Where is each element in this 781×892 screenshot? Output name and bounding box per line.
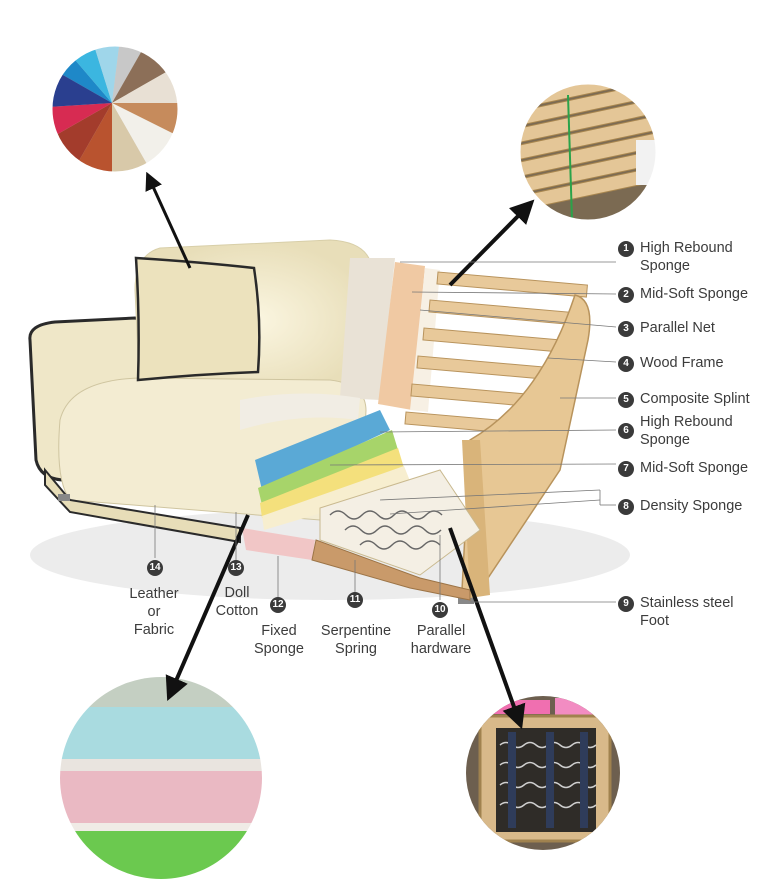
label-leather-or-fabric: Leather or Fabric	[129, 586, 179, 638]
number-badge-fixed-sponge: 12	[270, 597, 286, 613]
label-text: Composite Splint	[640, 391, 750, 407]
number-badge-doll-cotton: 13	[228, 560, 244, 576]
label-density-sponge: 8 Density Sponge	[618, 497, 742, 515]
number-badge: 7	[618, 461, 634, 477]
label-text: Parallel Net	[640, 320, 715, 336]
label-text: Mid-Soft Sponge	[640, 460, 749, 476]
label-fixed-sponge: Fixed Sponge	[254, 623, 304, 657]
leader-lines	[154, 261, 617, 603]
label-wood-frame: 4 Wood Frame	[618, 354, 724, 372]
label-text: Wood Frame	[640, 355, 724, 371]
label-high-rebound-sponge-back: 1 High Rebound Sponge	[618, 239, 733, 275]
number-badge: 3	[618, 321, 634, 337]
label-text: Density Sponge	[640, 498, 743, 514]
label-mid-soft-sponge-seat: 7 Mid-Soft Sponge	[618, 459, 748, 477]
foam-layers-icon	[60, 677, 262, 879]
number-badge-serpentine-spring: 11	[347, 592, 363, 608]
lumber-stack-icon	[520, 84, 656, 220]
label-text: High Rebound Sponge	[640, 240, 733, 274]
label-text: Stainless steel Foot	[640, 595, 734, 629]
label-parallel-hardware: Parallel hardware	[410, 623, 472, 657]
label-parallel-net: 3 Parallel Net	[618, 319, 715, 337]
label-mid-soft-sponge-back: 2 Mid-Soft Sponge	[618, 285, 748, 303]
number-badge: 9	[618, 596, 634, 612]
number-badge-parallel-hardware: 10	[432, 602, 448, 618]
label-composite-splint: 5 Composite Splint	[618, 390, 750, 408]
callout-arrows	[145, 171, 535, 730]
label-high-rebound-sponge-seat: 6 High Rebound Sponge	[618, 413, 733, 449]
number-badge: 4	[618, 356, 634, 372]
label-text: High Rebound Sponge	[640, 414, 733, 448]
label-doll-cotton: Doll Cotton	[215, 585, 259, 619]
label-serpentine-spring: Serpentine Spring	[320, 623, 392, 657]
label-text: Mid-Soft Sponge	[640, 286, 749, 302]
number-badge-leather-or-fabric: 14	[147, 560, 163, 576]
sofa-illustration	[28, 239, 591, 604]
number-badge: 2	[618, 287, 634, 303]
leather-swatch-fan-icon	[52, 46, 178, 172]
number-badge: 8	[618, 499, 634, 515]
number-badge: 6	[618, 423, 634, 439]
number-badge: 5	[618, 392, 634, 408]
label-stainless-steel-foot: 9 Stainless steel Foot	[618, 594, 734, 630]
number-badge: 1	[618, 241, 634, 257]
spring-frame-icon	[466, 696, 620, 850]
